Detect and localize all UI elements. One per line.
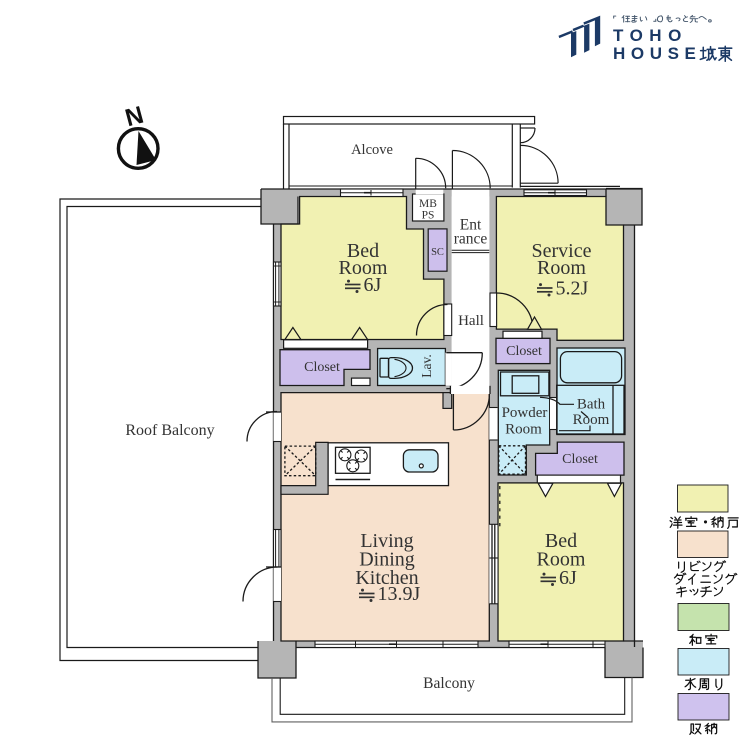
svg-text:Alcove: Alcove: [351, 142, 393, 158]
svg-text:Lav.: Lav.: [419, 354, 434, 378]
svg-text:Powder: Powder: [502, 405, 548, 421]
svg-text:Bed: Bed: [545, 530, 577, 552]
svg-text:Bed: Bed: [347, 240, 379, 262]
svg-text:SC: SC: [431, 247, 444, 258]
svg-text:Room: Room: [573, 412, 610, 428]
svg-text:6J: 6J: [364, 274, 382, 296]
svg-text:HOUSE: HOUSE: [613, 44, 701, 63]
svg-text:6J: 6J: [559, 567, 577, 589]
svg-text:rance: rance: [454, 231, 488, 248]
svg-text:Kitchen: Kitchen: [355, 567, 418, 589]
svg-text:Room: Room: [537, 257, 586, 279]
svg-text:MB: MB: [419, 198, 437, 210]
svg-text:Room: Room: [505, 422, 542, 438]
svg-text:Dining: Dining: [359, 549, 415, 571]
svg-text:Closet: Closet: [304, 360, 340, 375]
svg-text:Bath: Bath: [577, 397, 606, 413]
svg-text:Living: Living: [360, 530, 413, 552]
svg-text:13.9J: 13.9J: [378, 583, 421, 605]
svg-text:Service: Service: [532, 240, 592, 262]
svg-text:Room: Room: [339, 257, 388, 279]
svg-text:Roof Balcony: Roof Balcony: [125, 422, 214, 439]
svg-text:Room: Room: [537, 549, 586, 571]
svg-text:TOHO: TOHO: [613, 26, 688, 45]
svg-text:5.2J: 5.2J: [556, 278, 589, 300]
svg-text:Closet: Closet: [562, 452, 598, 467]
svg-text:Hall: Hall: [458, 313, 484, 329]
svg-text:Closet: Closet: [506, 344, 542, 359]
svg-text:Ent: Ent: [460, 217, 482, 234]
svg-text:Balcony: Balcony: [423, 675, 475, 692]
svg-text:PS: PS: [422, 210, 435, 222]
